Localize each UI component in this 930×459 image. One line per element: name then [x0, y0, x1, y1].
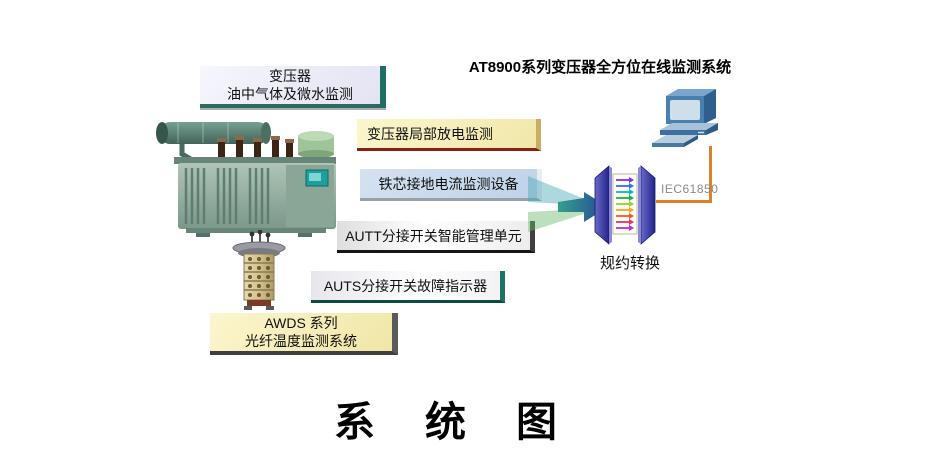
box-awds-line2: 光纤温度监测系统 [245, 333, 357, 349]
box-core-grounding-current: 铁芯接地电流监测设备 [360, 169, 542, 201]
box-autt-label: AUTT分接开关智能管理单元 [345, 227, 522, 244]
diagram-caption: 系统图 [334, 399, 607, 445]
box-oil-gas-line2: 油中气体及微水监测 [227, 86, 353, 102]
box-awds-line1: AWDS 系列 [264, 315, 338, 331]
page-title: AT8900系列变压器全方位在线监测系统 [468, 59, 732, 76]
transformer-photo-icon [156, 122, 336, 237]
connection-line-horizontal [656, 200, 712, 203]
workstation-icon [652, 89, 718, 147]
protocol-label: IEC61850 [661, 182, 719, 196]
box-auts-fault-indicator: AUTS分接开关故障指示器 [311, 271, 505, 303]
connection-line-vertical [709, 146, 712, 203]
converter-label: 规约转换 [599, 255, 660, 272]
box-autt-tap-changer-unit: AUTT分接开关智能管理单元 [337, 221, 535, 253]
protocol-converter-icon [594, 165, 656, 245]
box-oil-gas-line1: 变压器 [269, 68, 311, 84]
box-awds-fiber-temperature: AWDS 系列 光纤温度监测系统 [210, 313, 398, 355]
box-core-grounding-label: 铁芯接地电流监测设备 [378, 175, 519, 192]
box-partial-discharge-label: 变压器局部放电监测 [367, 125, 493, 142]
box-partial-discharge-monitoring: 变压器局部放电监测 [357, 119, 541, 151]
box-auts-label: AUTS分接开关故障指示器 [323, 277, 488, 294]
tap-changer-photo-icon [232, 230, 286, 310]
box-oil-gas-moisture-monitoring: 变压器 油中气体及微水监测 [200, 66, 386, 108]
